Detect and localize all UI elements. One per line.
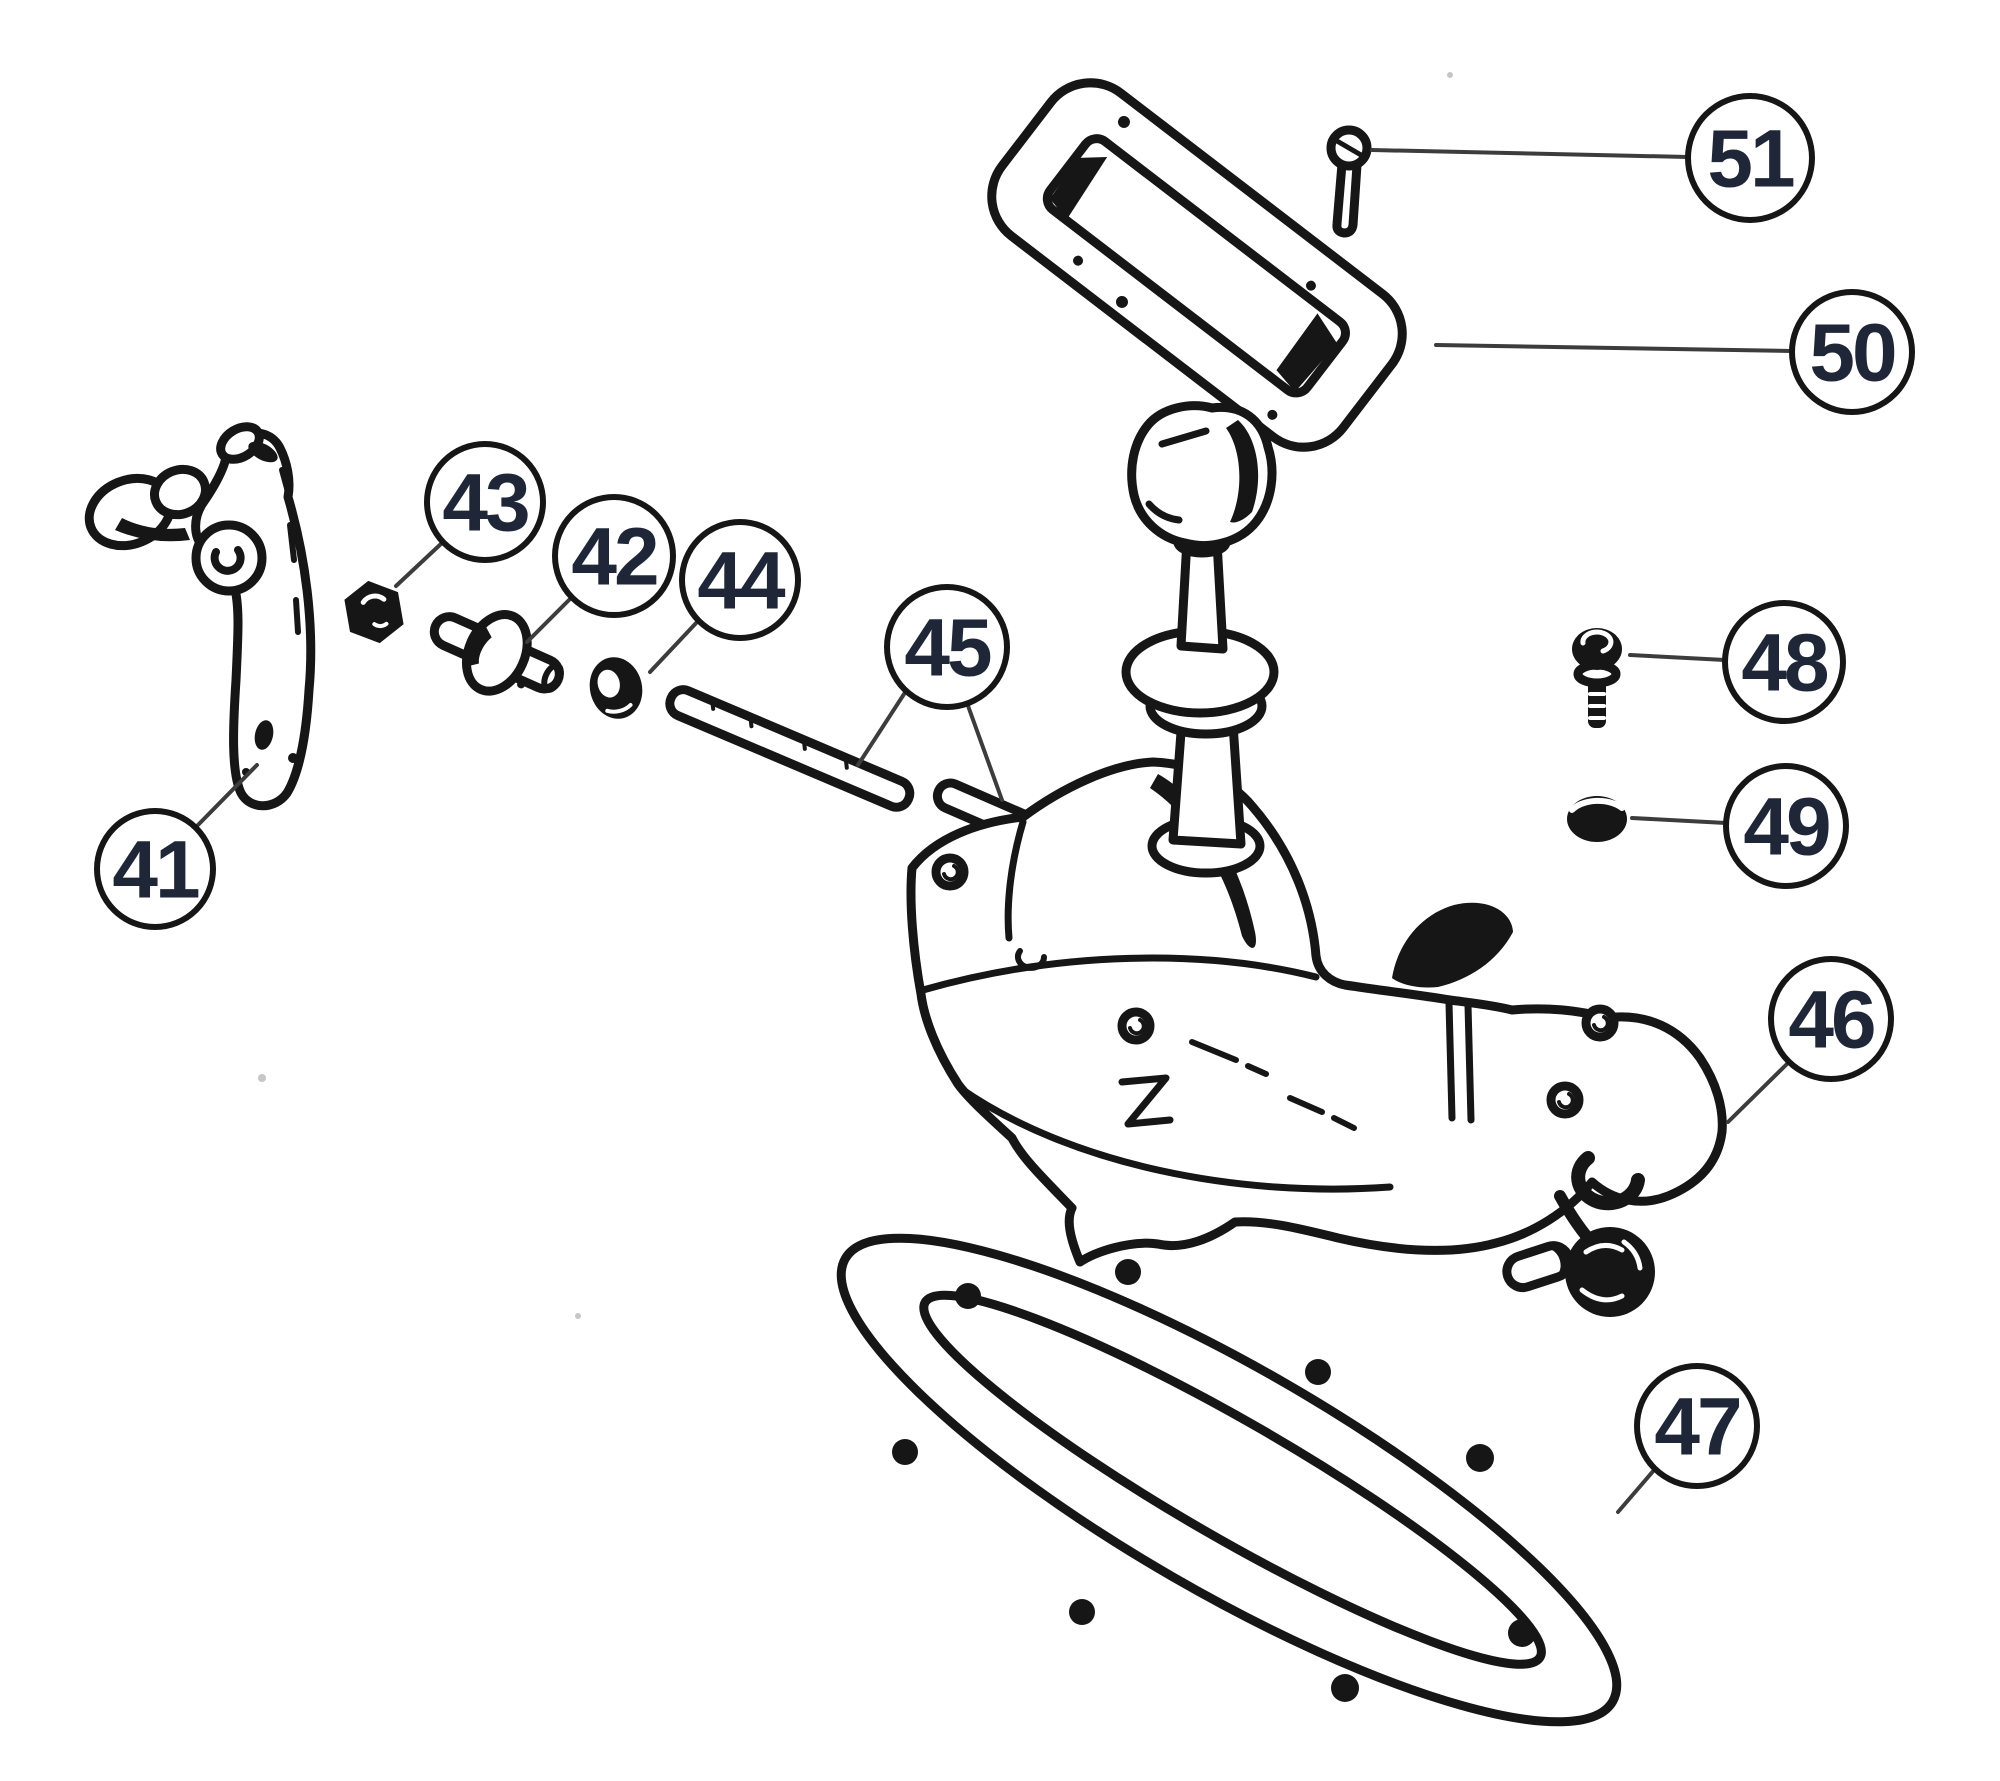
part-46-housing — [906, 757, 1727, 1317]
ball-pin-sleeve — [1502, 1241, 1574, 1293]
callout-number-51: 51 — [1707, 113, 1794, 204]
callout-number-49: 49 — [1743, 781, 1829, 872]
leader-line-42 — [525, 595, 574, 644]
scan-speck — [258, 1074, 266, 1082]
callout-number-43: 43 — [442, 457, 528, 548]
bolt-hole — [1581, 1004, 1619, 1042]
leader-line-51 — [1370, 148, 1690, 159]
callout-number-41: 41 — [112, 824, 199, 915]
part-41-lever — [84, 422, 316, 811]
callout-number-50: 50 — [1809, 307, 1895, 398]
gear-lever — [1121, 401, 1279, 878]
part-50-cover-frame — [987, 78, 1407, 452]
callout-circle-47 — [1634, 1363, 1760, 1489]
part-45-rod-a — [665, 685, 915, 812]
leader-line-46 — [1726, 1060, 1791, 1124]
housing-lug — [1571, 1151, 1645, 1211]
bolt-hole — [1117, 1007, 1155, 1045]
callout-number-42: 42 — [571, 511, 657, 602]
callout-number-46: 46 — [1788, 974, 1874, 1065]
leader-line-43 — [394, 540, 445, 588]
part-43-nut — [344, 580, 404, 644]
lever-hole — [254, 720, 274, 750]
callout-51: 51 — [1685, 93, 1815, 223]
callout-circle-42 — [552, 494, 676, 618]
callout-circle-51 — [1685, 93, 1815, 223]
part-49-plug — [1567, 796, 1627, 842]
housing-shade — [1392, 902, 1513, 988]
leader-line-49 — [1630, 816, 1728, 825]
callout-circle-48 — [1722, 600, 1846, 724]
callout-circle-46 — [1768, 956, 1894, 1082]
bolt-hole — [931, 853, 969, 891]
bolt-hole — [1546, 1081, 1584, 1119]
callout-47: 47 — [1634, 1363, 1760, 1489]
callout-46: 46 — [1768, 956, 1894, 1082]
frame-shadow-wedge — [1049, 157, 1108, 220]
fork-shadow — [115, 518, 190, 542]
callout-number-45: 45 — [904, 602, 991, 693]
callout-circle-45 — [884, 584, 1010, 710]
callout-42: 42 — [552, 494, 676, 618]
leader-line-45 — [856, 689, 908, 767]
callout-circle-49 — [1723, 763, 1849, 889]
part-51-screw — [1326, 125, 1372, 238]
callout-41: 41 — [94, 808, 216, 930]
callout-49: 49 — [1723, 763, 1849, 889]
leader-line-50 — [1434, 343, 1794, 353]
callout-50: 50 — [1789, 289, 1915, 415]
leader-line-45-2 — [965, 701, 1004, 802]
part-42-pin — [429, 610, 564, 696]
leader-line-41 — [195, 763, 259, 828]
callout-44: 44 — [679, 519, 801, 641]
callout-43: 43 — [424, 441, 546, 563]
callout-48: 48 — [1722, 600, 1846, 724]
ball-end — [1565, 1227, 1655, 1317]
scan-speck — [575, 1313, 581, 1319]
leader-line-47 — [1616, 1467, 1657, 1514]
callout-circle-41 — [94, 808, 216, 930]
callout-layer: 41 42 43 44 45 46 47 48 49 50 51 — [94, 93, 1915, 1514]
callout-circle-43 — [424, 441, 546, 563]
scan-speck — [1447, 72, 1453, 78]
leader-line-44 — [648, 619, 700, 674]
frame-shadow-wedge — [1276, 313, 1338, 392]
callout-45: 45 — [884, 584, 1010, 710]
callout-number-47: 47 — [1654, 1381, 1739, 1472]
callout-circle-50 — [1789, 289, 1915, 415]
housing-shade — [1150, 774, 1256, 948]
callout-circle-44 — [679, 519, 801, 641]
part-44-washer — [589, 657, 643, 719]
callout-number-44: 44 — [697, 535, 786, 626]
callout-number-48: 48 — [1741, 617, 1828, 708]
part-48-bolt — [1572, 628, 1622, 728]
part-47-gasket — [836, 1233, 1622, 1727]
leader-line-48 — [1628, 653, 1727, 662]
